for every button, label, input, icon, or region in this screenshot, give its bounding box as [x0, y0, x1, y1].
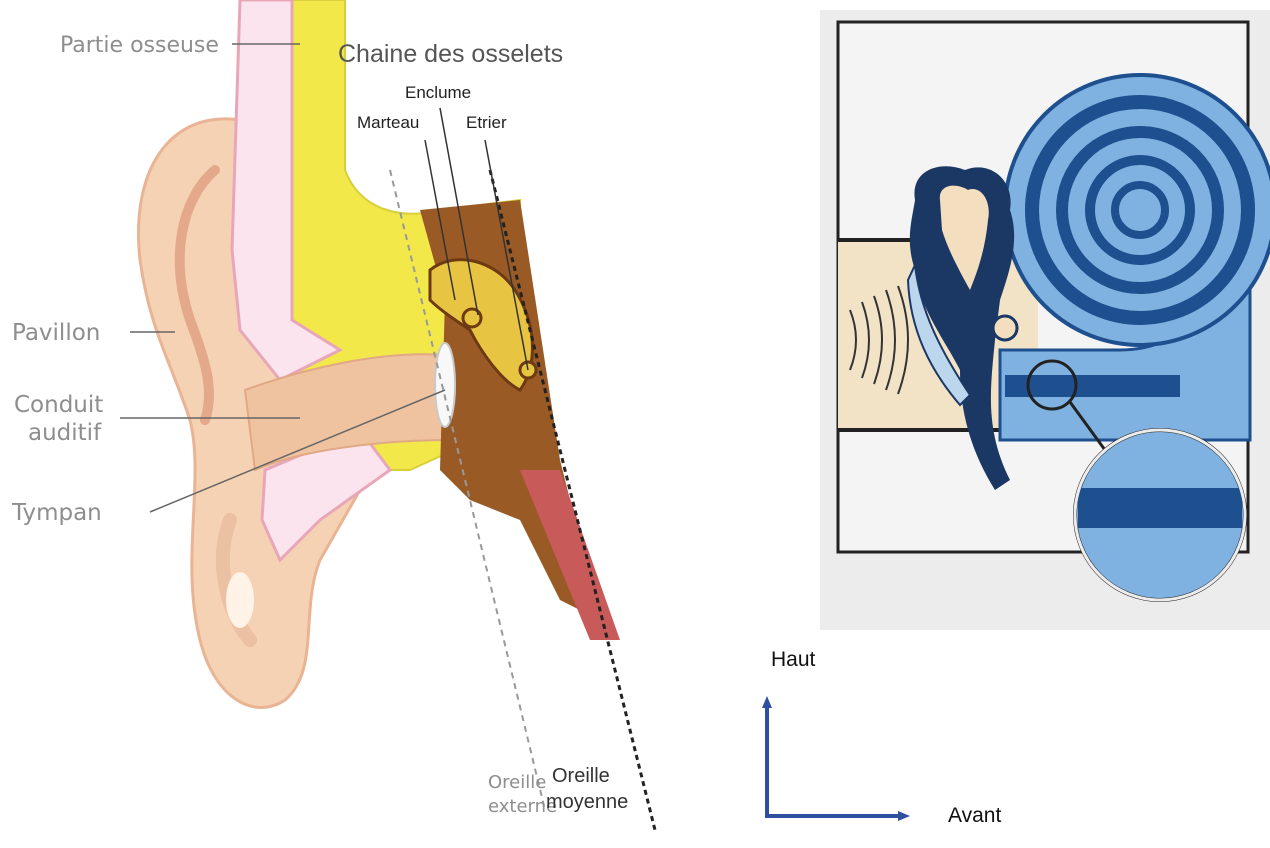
- cochlea-outer: [1005, 75, 1270, 345]
- lobe-highlight: [226, 572, 254, 628]
- label-chaine-osselets: Chaine des osselets: [338, 40, 563, 68]
- ear-anatomy-diagram: Partie osseuse Chaine des osselets Enclu…: [0, 0, 700, 843]
- orientation-arrows: [740, 640, 1070, 840]
- label-etrier: Etrier: [466, 113, 507, 132]
- label-pavillon: Pavillon: [12, 320, 100, 346]
- label-conduit-line2: auditif: [28, 420, 102, 446]
- label-partie-osseuse: Partie osseuse: [60, 33, 219, 58]
- orientation-axes: Haut Avant: [740, 640, 1070, 840]
- label-marteau: Marteau: [357, 113, 419, 132]
- label-oreille-moyenne-line2: moyenne: [546, 791, 628, 813]
- label-oreille-externe-line1: Oreille: [488, 772, 546, 793]
- up-arrow-head: [762, 696, 772, 708]
- label-conduit-line1: Conduit: [14, 392, 103, 418]
- forward-label: Avant: [948, 804, 1001, 828]
- label-enclume: Enclume: [405, 83, 471, 102]
- ear-anatomy-illustration: Partie osseuse Chaine des osselets Enclu…: [0, 0, 700, 843]
- magnifier-duct: [1078, 488, 1242, 528]
- label-oreille-moyenne-line1: Oreille: [552, 765, 610, 787]
- forward-arrow-head: [898, 811, 910, 821]
- stapes-footplate: [993, 316, 1017, 340]
- cochlea-illustration: [820, 10, 1270, 640]
- eardrum: [435, 343, 455, 427]
- ossicle-joint: [463, 309, 481, 327]
- inner-ear-diagram: [820, 10, 1270, 640]
- label-tympan: Tympan: [11, 500, 102, 526]
